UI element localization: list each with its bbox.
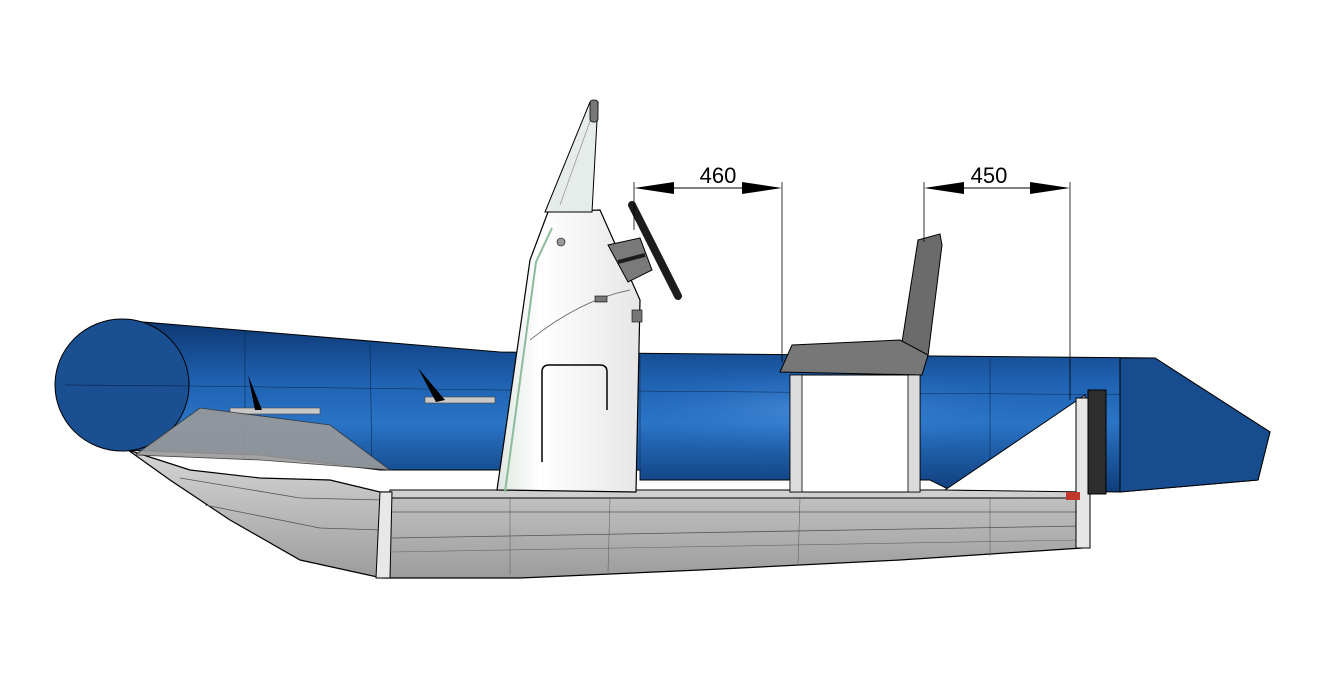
- center-console: [496, 209, 643, 493]
- buoyancy-tube: [54, 318, 1271, 493]
- bow-cone: [54, 318, 190, 452]
- windshield: [544, 99, 599, 213]
- dimension-lines: 460 450: [633, 163, 1071, 400]
- transom: [943, 389, 1107, 549]
- hull: [127, 449, 1089, 579]
- steering-wheel: [607, 201, 682, 300]
- dimension-label-helm-to-seat: 460: [700, 163, 737, 188]
- jockey-seat: [779, 233, 943, 493]
- dimension-label-seat-to-transom: 450: [971, 163, 1008, 188]
- console-door[interactable]: [541, 364, 608, 410]
